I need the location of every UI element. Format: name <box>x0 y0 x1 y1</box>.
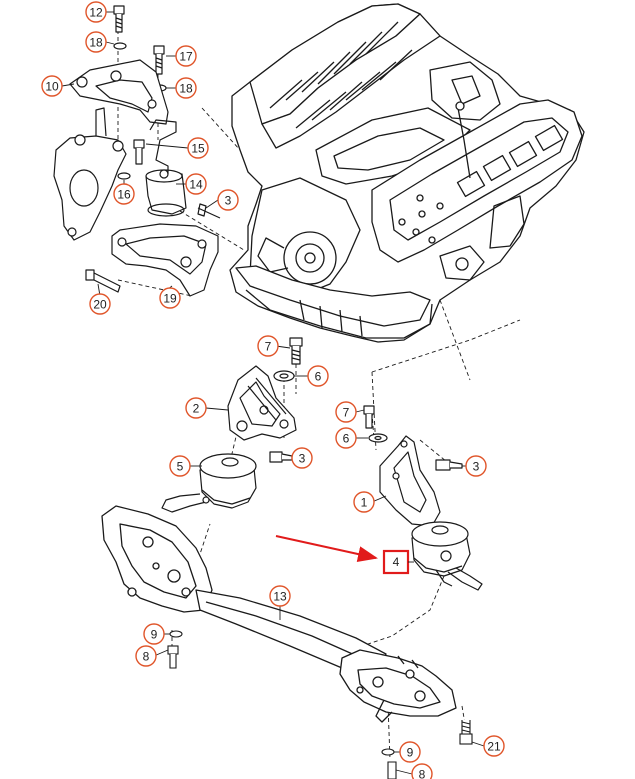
callout-c7b: 7 <box>335 401 357 423</box>
callout-circle <box>89 293 111 315</box>
callout-number: 8 <box>419 768 426 779</box>
callout-c3a: 3 <box>217 189 239 211</box>
callout-number: 18 <box>89 36 103 50</box>
callout-circle <box>257 335 279 357</box>
highlight-part-4: 4 <box>275 535 414 575</box>
callout-c19: 19 <box>159 287 181 309</box>
callout-circle <box>353 491 375 513</box>
callout-circle <box>185 173 207 195</box>
callout-c3c: 3 <box>465 455 487 477</box>
callout-circle <box>175 45 197 67</box>
callout-number: 10 <box>45 80 59 94</box>
callout-circle <box>159 287 181 309</box>
callout-circle <box>465 455 487 477</box>
engine-block <box>229 3 585 343</box>
callout-circle <box>41 75 63 97</box>
callout-number: 16 <box>117 188 131 202</box>
callout-number: 14 <box>189 178 203 192</box>
callout-c2: 2 <box>185 397 207 419</box>
callout-c13: 13 <box>269 585 291 607</box>
callout-circle <box>291 447 313 469</box>
callout-c18b: 18 <box>175 77 197 99</box>
subframe-crossmember <box>101 505 457 723</box>
callout-number: 7 <box>343 406 350 420</box>
callout-c3b: 3 <box>291 447 313 469</box>
callout-number: 6 <box>343 432 350 446</box>
callout-circle <box>187 137 209 159</box>
callout-circle <box>185 397 207 419</box>
callout-circle <box>113 183 135 205</box>
callout-c20: 20 <box>89 293 111 315</box>
callout-number: 1 <box>361 496 368 510</box>
callout-number: 19 <box>163 292 177 306</box>
callout-circle <box>85 1 107 23</box>
callout-c8b: 8 <box>411 763 433 779</box>
callout-number: 12 <box>89 6 103 20</box>
callout-number: 17 <box>179 50 193 64</box>
callout-circle <box>411 763 433 779</box>
callout-c8a: 8 <box>135 645 157 667</box>
callout-number: 6 <box>315 370 322 384</box>
callout-c6b: 6 <box>335 427 357 449</box>
callout-c5: 5 <box>169 455 191 477</box>
spark-plug-wells <box>456 124 564 198</box>
callout-c9a: 9 <box>143 623 165 645</box>
left-engine-mount-group <box>161 337 303 513</box>
upper-left-bracket-assembly <box>53 5 221 297</box>
callout-circle <box>217 189 239 211</box>
callout-c16: 16 <box>113 183 135 205</box>
callout-c15: 15 <box>187 137 209 159</box>
callout-c21: 21 <box>483 735 505 757</box>
callout-c17: 17 <box>175 45 197 67</box>
callout-circle <box>135 645 157 667</box>
callout-number: 5 <box>177 460 184 474</box>
callout-number: 3 <box>225 194 232 208</box>
callout-circle <box>307 365 329 387</box>
callout-circle <box>483 735 505 757</box>
highlight-label: 4 <box>393 555 400 569</box>
callout-number: 9 <box>151 628 158 642</box>
callout-c18a: 18 <box>85 31 107 53</box>
callout-circle <box>175 77 197 99</box>
callout-circle <box>169 455 191 477</box>
callout-number: 2 <box>193 402 200 416</box>
callout-number: 8 <box>143 650 150 664</box>
highlight-arrow <box>275 535 378 562</box>
callout-number: 20 <box>93 298 107 312</box>
callout-c14: 14 <box>185 173 207 195</box>
callout-number: 21 <box>487 740 501 754</box>
callout-circle <box>269 585 291 607</box>
callout-number: 3 <box>299 452 306 466</box>
callout-number: 7 <box>265 340 272 354</box>
callout-number: 3 <box>473 460 480 474</box>
callout-number: 13 <box>273 590 287 604</box>
right-engine-mount-group <box>363 405 483 591</box>
callout-c7a: 7 <box>257 335 279 357</box>
callout-circle <box>85 31 107 53</box>
callout-c12: 12 <box>85 1 107 23</box>
fasteners <box>167 630 473 779</box>
callout-circle <box>143 623 165 645</box>
callout-c1: 1 <box>353 491 375 513</box>
callout-circle <box>335 401 357 423</box>
callout-number: 15 <box>191 142 205 156</box>
callout-c10: 10 <box>41 75 63 97</box>
callout-circle <box>399 741 421 763</box>
callout-circle <box>335 427 357 449</box>
callout-number: 18 <box>179 82 193 96</box>
callout-number: 9 <box>407 746 414 760</box>
callout-c6a: 6 <box>307 365 329 387</box>
callout-c9b: 9 <box>399 741 421 763</box>
